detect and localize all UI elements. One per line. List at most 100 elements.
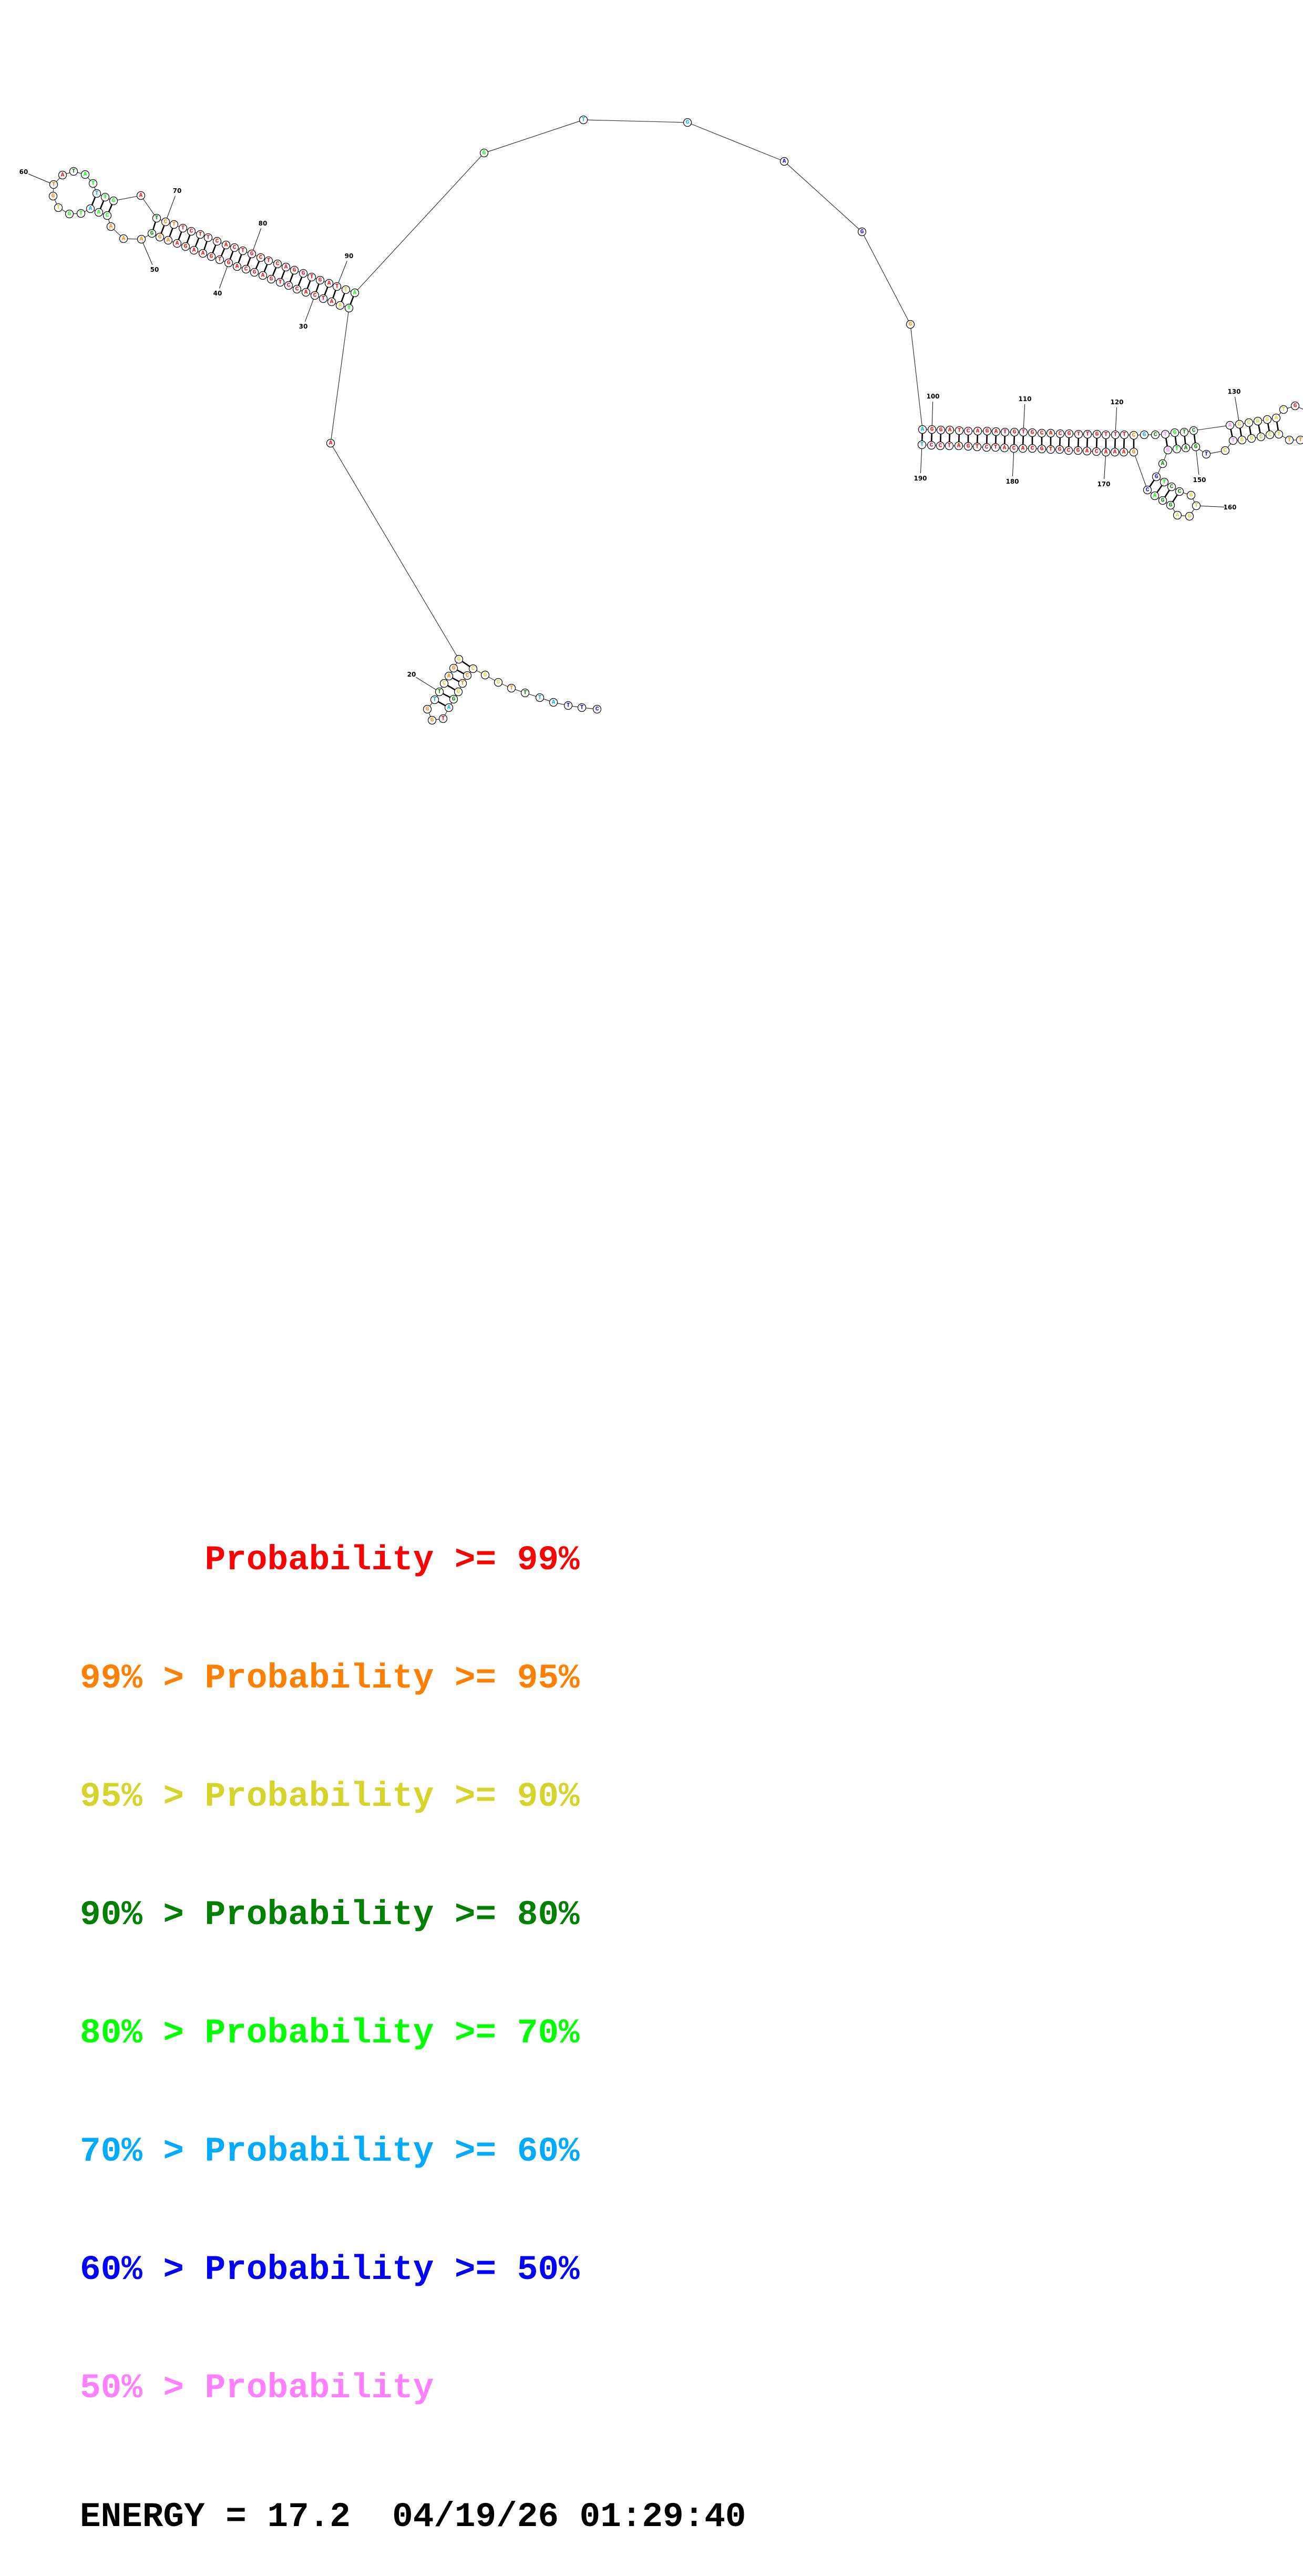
nucleotide-136: G — [1291, 402, 1299, 410]
nucleotide-base: T — [1277, 432, 1281, 438]
nucleotide-93: G — [480, 149, 488, 157]
nucleotide-base: T — [1232, 438, 1235, 444]
nucleotide-base: G — [1058, 447, 1062, 453]
nucleotide-base: A — [122, 236, 126, 242]
nucleotide-base: T — [335, 284, 339, 290]
legend-text: Probability >= 80% — [205, 1895, 580, 1935]
backbone-link — [484, 120, 583, 153]
nucleotide-147: T — [1229, 437, 1237, 445]
legend-prefix: 60% > — [80, 2250, 205, 2289]
nucleotide-base: C — [106, 213, 109, 219]
nucleotide-base: T — [79, 211, 83, 217]
nucleotide-base: C — [1247, 420, 1251, 426]
nucleotide-20: T — [436, 688, 444, 696]
nucleotide-base: G — [210, 254, 213, 260]
nucleotide-base: A — [447, 705, 451, 711]
nucleotide-76: C — [213, 238, 221, 246]
position-label: 150 — [1193, 476, 1206, 484]
nucleotide-153: G — [1164, 446, 1172, 454]
nucleotide-23: G — [450, 665, 458, 672]
nucleotide-base: C — [596, 707, 599, 713]
nucleotide-base: T — [994, 445, 998, 451]
nucleotide-176: T — [1047, 446, 1055, 454]
nucleotide-base: G — [457, 657, 461, 663]
nucleotide-34: T — [276, 279, 284, 287]
nucleotide-156: T — [1161, 478, 1168, 486]
nucleotide-167: G — [1130, 448, 1138, 456]
nucleotide-107: A — [992, 428, 1000, 436]
nucleotide-base: G — [860, 229, 864, 236]
nucleotide-98: G — [907, 321, 915, 329]
nucleotide-base: T — [1288, 437, 1291, 444]
nucleotide-169: A — [1111, 448, 1119, 456]
nucleotide-base: G — [1256, 418, 1260, 425]
nucleotide-170: A — [1102, 448, 1110, 456]
backbone-link — [331, 308, 349, 443]
nucleotide-base: T — [52, 182, 56, 188]
nucleotide-base: A — [1153, 493, 1157, 499]
nucleotide-base: G — [1250, 436, 1254, 442]
nucleotide-51: A — [120, 235, 128, 243]
backbone-link — [355, 153, 484, 293]
nucleotide-82: T — [265, 257, 273, 265]
legend-row-5: 70% > Probability >= 60% — [80, 2132, 746, 2171]
backbone-link — [583, 120, 688, 122]
nucleotide-166: C — [1144, 486, 1152, 494]
nucleotide-74: T — [197, 231, 204, 239]
nucleotide-base: T — [172, 222, 176, 228]
nucleotide-base: T — [1086, 432, 1090, 438]
nucleotide-141: T — [1286, 436, 1294, 444]
nucleotide-base: C — [1154, 432, 1157, 438]
nucleotide-10: C — [469, 665, 477, 673]
nucleotide-base: T — [181, 226, 185, 232]
nucleotide-base: T — [958, 428, 961, 434]
backbone-link — [688, 122, 784, 161]
nucleotide-base: T — [580, 705, 584, 711]
nucleotide-base: T — [1195, 503, 1198, 509]
legend-text: Probability >= 70% — [205, 2013, 580, 2053]
position-label: 170 — [1097, 481, 1110, 488]
position-label: 80 — [259, 220, 268, 227]
nucleotide-base: A — [97, 210, 101, 216]
legend-text: Probability >= 90% — [205, 1777, 580, 1816]
legend-text: Probability — [205, 2368, 434, 2408]
nucleotide-base: A — [1085, 448, 1089, 455]
nucleotide-132: G — [1254, 417, 1262, 425]
nucleotide-149: T — [1203, 451, 1210, 458]
nucleotide-base: G — [319, 278, 322, 284]
nucleotide-106: G — [983, 427, 991, 435]
nucleotide-186: A — [955, 442, 963, 450]
nucleotide-120: T — [1112, 431, 1120, 439]
backbone-link — [1134, 452, 1147, 490]
nucleotide-base: C — [244, 267, 248, 273]
nucleotide-77: A — [222, 241, 230, 249]
nucleotide-62: T — [70, 168, 78, 176]
nucleotide-base: C — [967, 428, 970, 435]
legend-prefix: 70% > — [80, 2132, 205, 2171]
nucleotide-91: T — [342, 286, 350, 294]
nucleotide-base: G — [939, 427, 943, 434]
nucleotide-110: T — [1020, 428, 1028, 436]
energy-timestamp: ENERGY = 17.2 04/19/26 01:29:40 — [80, 2497, 746, 2537]
nucleotide-140: T — [1297, 436, 1303, 444]
nucleotide-69: T — [153, 214, 161, 222]
nucleotide-base: A — [139, 193, 143, 199]
nucleotide-base: T — [347, 305, 351, 312]
nucleotide-9: G — [481, 671, 489, 679]
nucleotide-31: A — [302, 289, 310, 297]
nucleotide-81: C — [257, 254, 265, 262]
nucleotide-56: T — [77, 210, 85, 218]
nucleotide-179: A — [1019, 445, 1027, 453]
nucleotide-base: C — [985, 445, 989, 451]
nucleotide-base: G — [1266, 417, 1269, 423]
nucleotide-71: T — [170, 221, 178, 229]
nucleotide-158: C — [1176, 488, 1184, 496]
nucleotide-19: T — [431, 696, 439, 704]
position-label: 30 — [299, 323, 308, 330]
legend-text: Probability >= 95% — [205, 1659, 580, 1698]
nucleotide-base: A — [109, 224, 113, 230]
nucleotide-25: A — [327, 439, 335, 447]
nucleotide-base: A — [948, 427, 952, 434]
nucleotide-base: G — [986, 428, 989, 435]
nucleotide-84: A — [282, 263, 290, 271]
